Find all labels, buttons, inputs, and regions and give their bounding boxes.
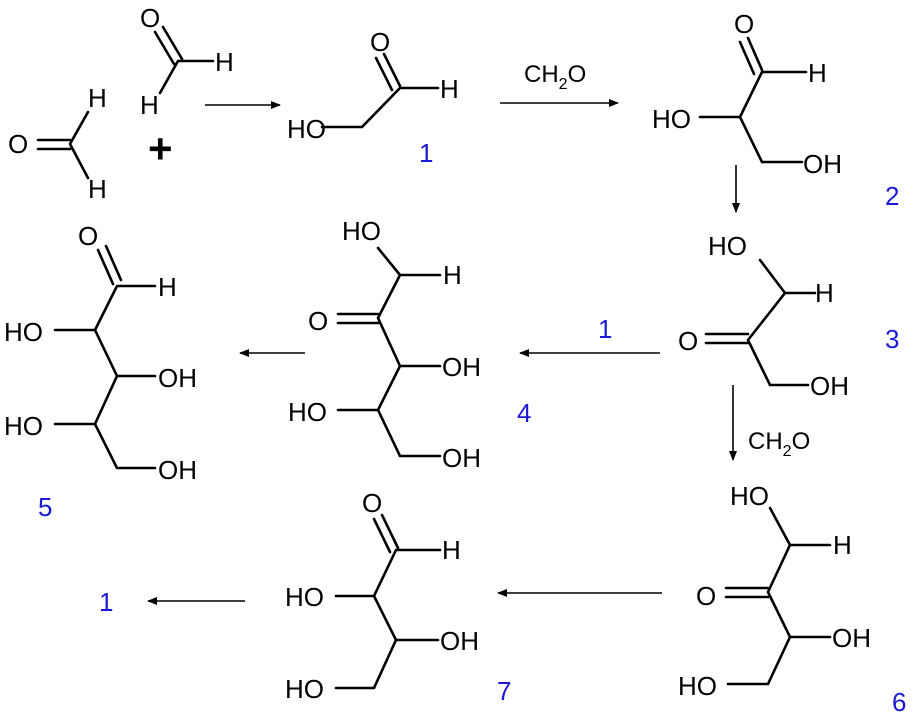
atom-h: H [442, 535, 461, 565]
formaldehyde-a: O H H [8, 83, 107, 204]
atom-o: O [370, 27, 390, 57]
atom-h: H [215, 47, 234, 77]
atom-ho: HO [678, 671, 717, 701]
compound-1: HO O H 1 [287, 27, 459, 168]
atom-h: H [440, 74, 459, 104]
compound-2: HO O H OH 2 [652, 9, 899, 211]
compound-number-1: 1 [419, 138, 433, 168]
compound-number-2: 2 [885, 181, 899, 211]
compound-number-4: 4 [517, 398, 531, 428]
atom-o: O [734, 9, 754, 39]
atom-h: H [443, 260, 462, 290]
compound-3: HO H O OH 3 [678, 231, 899, 401]
atom-o: O [696, 581, 716, 611]
atom-ho: HO [288, 397, 327, 427]
atom-oh: OH [832, 623, 871, 653]
compound-6: HO H O OH HO 6 [678, 481, 906, 717]
atom-oh: OH [158, 363, 197, 393]
atom-o: O [678, 326, 698, 356]
atom-oh: OH [158, 455, 197, 485]
atom-ho: HO [287, 114, 326, 144]
atom-ho: HO [652, 104, 691, 134]
atom-oh: OH [440, 626, 479, 656]
atom-oh: OH [803, 149, 842, 179]
atom-o: O [78, 221, 98, 251]
atom-ho: HO [285, 582, 324, 612]
compound-number-3: 3 [885, 324, 899, 354]
atom-o: O [8, 129, 28, 159]
atom-ho: HO [4, 317, 43, 347]
atom-oh: OH [810, 371, 849, 401]
atom-o: O [362, 488, 382, 518]
compound-number-5: 5 [38, 492, 52, 522]
atom-ho: HO [730, 481, 769, 511]
atom-h: H [140, 90, 159, 120]
atom-o: O [308, 306, 328, 336]
atom-h: H [158, 272, 177, 302]
compound-number-6: 6 [892, 687, 906, 717]
compound-7: O H HO OH HO 7 [285, 488, 511, 706]
atom-oh: OH [442, 352, 481, 382]
atom-h: H [833, 530, 852, 560]
atom-oh: OH [442, 443, 481, 473]
atom-ho: HO [342, 216, 381, 246]
arrow-label-compound-1: 1 [598, 314, 612, 344]
atom-h: H [808, 58, 827, 88]
atom-h: H [88, 174, 107, 204]
atom-ho: HO [285, 674, 324, 704]
reagent-formaldehyde: CH2O [524, 61, 586, 93]
reagent-formaldehyde: CH2O [748, 428, 810, 460]
atom-h: H [88, 83, 107, 113]
compound-number-7: 7 [497, 676, 511, 706]
formaldehyde-b: O H H [140, 3, 234, 120]
plus-sign: + [148, 125, 173, 172]
atom-ho: HO [4, 411, 43, 441]
atom-h: H [815, 278, 834, 308]
atom-o: O [140, 3, 160, 33]
atom-ho: HO [708, 231, 747, 261]
compound-5: O H HO OH HO OH 5 [4, 221, 197, 522]
product-compound-1: 1 [99, 587, 113, 617]
compound-4: HO H O OH HO OH 4 [288, 216, 531, 473]
